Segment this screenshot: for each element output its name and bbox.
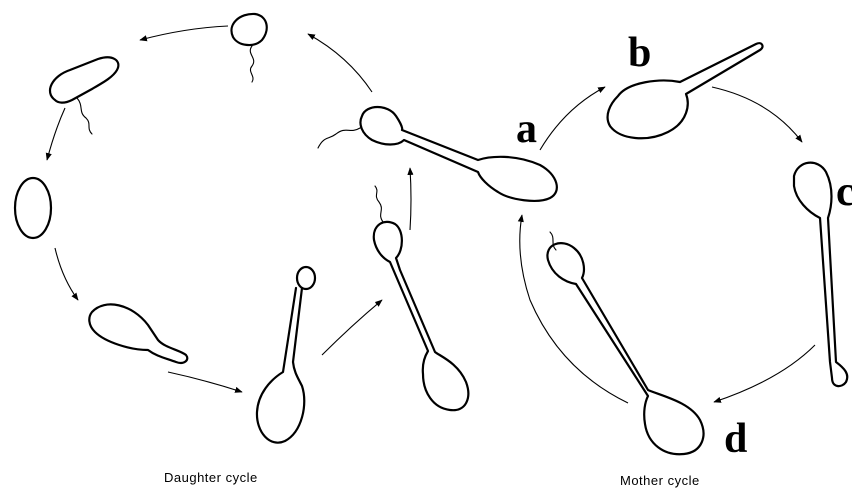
stalked-cell-b <box>606 42 764 140</box>
swarmer-cell-upper-left <box>49 56 120 135</box>
stalked-cell-flagellated <box>372 185 470 412</box>
label-a: a <box>516 106 537 152</box>
arrow-daughter-1 <box>139 25 229 42</box>
arrow-daughter-5 <box>321 299 383 356</box>
mother-cycle-arrows <box>517 86 816 404</box>
arrow-daughter-7 <box>307 33 373 93</box>
arrow-mother-1 <box>539 86 606 151</box>
stalked-cell-c <box>792 161 849 388</box>
daughter-cycle-arrows <box>45 25 414 393</box>
daughter-cycle-cells <box>13 12 470 444</box>
label-d: d <box>724 416 747 462</box>
arrow-daughter-4 <box>167 371 243 393</box>
arrow-daughter-2 <box>45 107 66 161</box>
stalked-cell-d <box>546 231 705 456</box>
arrow-daughter-6 <box>407 167 414 231</box>
arrow-mother-3 <box>713 344 816 403</box>
stalked-cell-bottom <box>255 265 317 444</box>
arrow-mother-4 <box>517 214 629 404</box>
stalked-cell-center <box>317 105 558 202</box>
label-c: c <box>836 169 852 215</box>
mother-cycle-cells <box>546 42 849 456</box>
label-mother-cycle: Mother cycle <box>620 473 700 488</box>
oval-cell-left <box>13 176 53 240</box>
label-b: b <box>628 30 651 76</box>
swarmer-cell-top <box>230 12 268 83</box>
pear-cell-lower-left <box>88 303 189 364</box>
arrow-mother-2 <box>711 86 803 143</box>
label-daughter-cycle: Daughter cycle <box>164 470 258 485</box>
arrow-daughter-3 <box>54 247 79 301</box>
